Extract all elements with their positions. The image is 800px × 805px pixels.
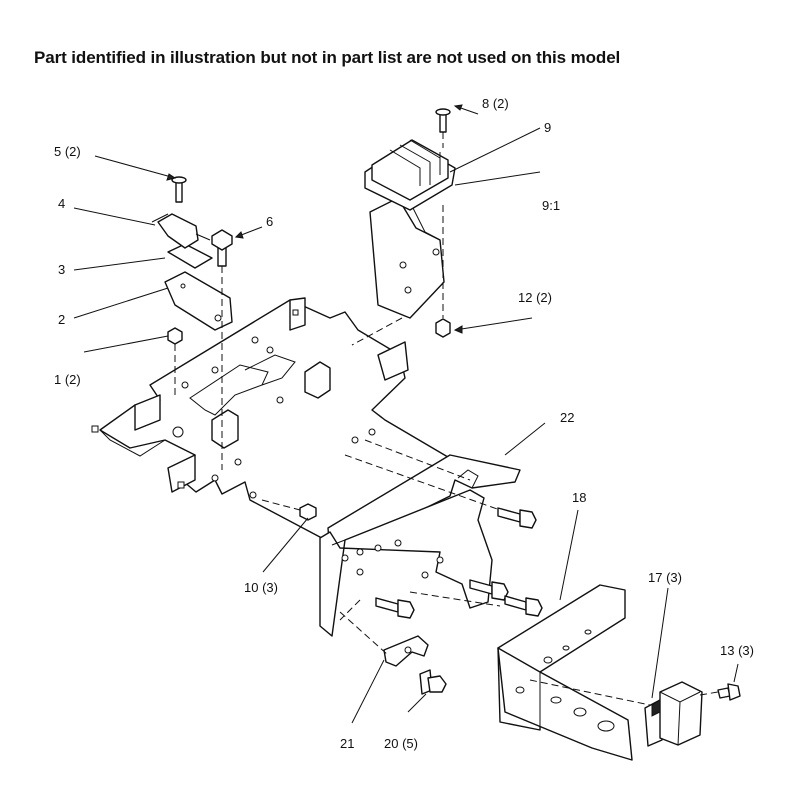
leader-lines <box>73 104 739 724</box>
callout-labels: 8 (2) 9 9:1 12 (2) 5 (2) 4 6 3 2 1 (2) 2… <box>54 96 754 751</box>
callout-13: 13 (3) <box>720 643 754 658</box>
callout-18: 18 <box>572 490 586 505</box>
callout-8: 8 (2) <box>482 96 509 111</box>
switch-assembly <box>151 176 233 470</box>
callout-3: 3 <box>58 262 65 277</box>
callout-20: 20 (5) <box>384 736 418 751</box>
callout-4: 4 <box>58 196 65 211</box>
callout-2: 2 <box>58 312 65 327</box>
callout-6: 6 <box>266 214 273 229</box>
lower-bracket-22 <box>261 439 521 637</box>
clip-and-bolt <box>339 611 447 695</box>
callout-9: 9 <box>544 120 551 135</box>
callout-12: 12 (2) <box>518 290 552 305</box>
callout-22: 22 <box>560 410 574 425</box>
callout-10: 10 (3) <box>244 580 278 595</box>
callout-5: 5 (2) <box>54 144 81 159</box>
main-mounting-plate <box>91 297 471 546</box>
callout-17: 17 (3) <box>648 570 682 585</box>
callout-21: 21 <box>340 736 354 751</box>
angle-bracket-18 <box>497 584 651 761</box>
bolt-group <box>299 503 543 621</box>
callout-9-1: 9:1 <box>542 198 560 213</box>
callout-1: 1 (2) <box>54 372 81 387</box>
bumper-block-17 <box>644 681 741 747</box>
diagram-heading: Part identified in illustration but not … <box>34 48 621 67</box>
upper-bracket-assembly <box>351 108 456 346</box>
